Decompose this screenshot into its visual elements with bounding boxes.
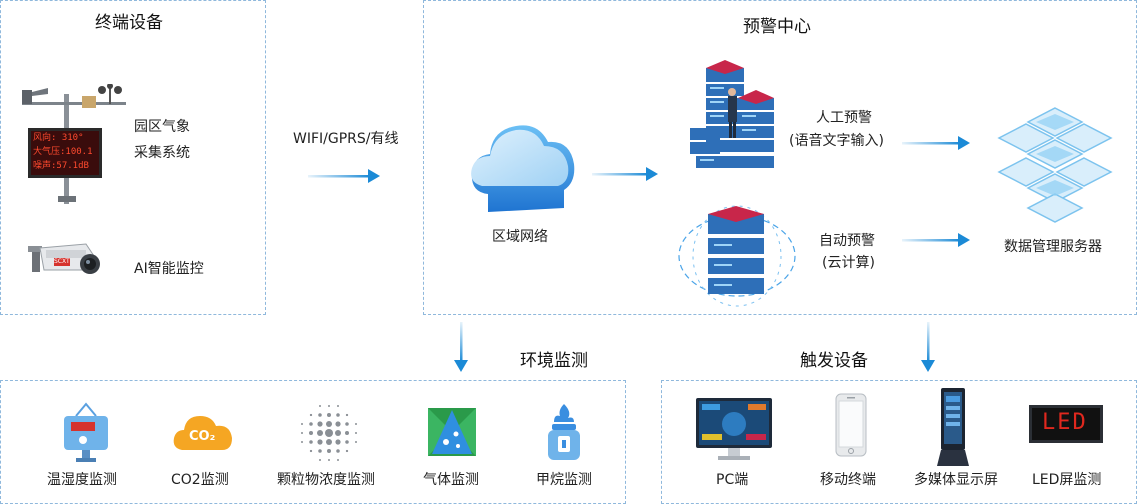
mobile-phone-icon — [834, 392, 868, 458]
particle-dot — [335, 430, 341, 436]
camera-icon — [24, 236, 104, 286]
particle-dot — [335, 439, 341, 445]
weather-display: 风向: 310° 大气压:100.1 噪声:57.1dB — [31, 131, 101, 175]
trigger-item-label: 移动终端 — [820, 472, 876, 488]
particle-dot — [355, 423, 357, 425]
particle-dot — [335, 421, 341, 427]
particle-dot — [301, 441, 303, 443]
particle-dot — [345, 440, 349, 444]
manual-warning-label-2: (语音文字输入) — [789, 133, 884, 149]
arrow-right-icon — [308, 168, 382, 184]
env-item-label: CO2监测 — [171, 472, 229, 488]
particle-dot — [336, 449, 340, 453]
terminal-box — [0, 0, 266, 315]
pc-monitor-icon — [694, 396, 774, 462]
env-item-label: 气体监测 — [423, 472, 479, 488]
gas-icon — [424, 404, 480, 460]
particle-dot — [318, 413, 322, 417]
trigger-item-label: PC端 — [716, 472, 749, 488]
particle-dot — [301, 432, 303, 434]
arrow-right-icon — [592, 166, 660, 182]
manual-warning-label-1: 人工预警 — [816, 110, 872, 126]
env-title: 环境监测 — [520, 351, 588, 371]
data-server-label: 数据管理服务器 — [1004, 239, 1102, 255]
camera-brand: SCXT — [54, 258, 70, 265]
led-screen-icon — [1028, 404, 1104, 444]
particle-dot — [317, 439, 323, 445]
particle-dot — [337, 459, 339, 461]
arrow-down-icon — [920, 322, 936, 374]
trigger-item-label: LED屏监测 — [1032, 472, 1102, 488]
arrow-right-icon — [902, 135, 972, 151]
weather-display-line: 噪声:57.1dB — [33, 161, 89, 171]
particle-dot — [309, 431, 313, 435]
particle-dot — [319, 459, 321, 461]
particle-dot — [309, 440, 313, 444]
env-item-label: 温湿度监测 — [47, 472, 117, 488]
particle-dot — [326, 439, 332, 445]
env-item-label: 甲烷监测 — [536, 472, 592, 488]
link-label: WIFI/GPRS/有线 — [293, 131, 399, 147]
particle-dot — [317, 421, 323, 427]
particle-dot — [345, 431, 349, 435]
terminal-title: 终端设备 — [95, 13, 163, 33]
particle-dot — [327, 413, 331, 417]
particle-dot — [326, 421, 332, 427]
arrow-right-icon — [902, 232, 972, 248]
weather-label-2: 采集系统 — [134, 145, 190, 161]
arrow-down-icon — [453, 322, 469, 374]
auto-warning-label-2: (云计算) — [822, 255, 875, 271]
manual-warning-server-icon — [686, 58, 782, 178]
particle-dot — [345, 422, 349, 426]
particle-dot — [345, 449, 349, 453]
weather-station-icon — [18, 84, 130, 204]
auto-warning-label-1: 自动预警 — [819, 233, 875, 249]
data-server-icon — [996, 104, 1114, 228]
particle-dot — [309, 413, 313, 417]
particle-dot — [336, 413, 340, 417]
particle-dot — [328, 459, 330, 461]
weather-display-line: 大气压:100.1 — [33, 147, 93, 157]
particle-dot — [319, 405, 321, 407]
cloud-label: 区域网络 — [492, 229, 548, 245]
co2-icon — [172, 410, 234, 454]
trigger-item-label: 多媒体显示屏 — [914, 472, 998, 488]
particle-dot — [345, 413, 349, 417]
particle-dot — [318, 449, 322, 453]
particle-dot — [325, 429, 333, 437]
weather-label-1: 园区气象 — [134, 119, 190, 135]
particle-dot — [355, 441, 357, 443]
thermo-hygrometer-icon — [58, 402, 114, 464]
co2-badge: CO₂ — [189, 429, 216, 444]
particle-dot — [327, 449, 331, 453]
particle-dot — [301, 423, 303, 425]
weather-display-line: 风向: 310° — [33, 133, 84, 143]
center-title: 预警中心 — [743, 17, 811, 37]
particle-dot — [355, 432, 357, 434]
methane-icon — [544, 402, 584, 464]
multimedia-display-icon — [933, 386, 973, 468]
env-item-label: 颗粒物浓度监测 — [277, 472, 375, 488]
particle-dot — [309, 422, 313, 426]
cloud-icon — [468, 112, 578, 218]
led-screen-text: LED — [1042, 410, 1088, 435]
auto-warning-server-icon — [672, 200, 802, 310]
particulate-icon — [298, 404, 360, 462]
particle-dot — [328, 405, 330, 407]
particle-dot — [309, 449, 313, 453]
camera-label: AI智能监控 — [134, 261, 204, 277]
particle-dot — [317, 430, 323, 436]
particle-dot — [337, 405, 339, 407]
trigger-title: 触发设备 — [800, 351, 868, 371]
